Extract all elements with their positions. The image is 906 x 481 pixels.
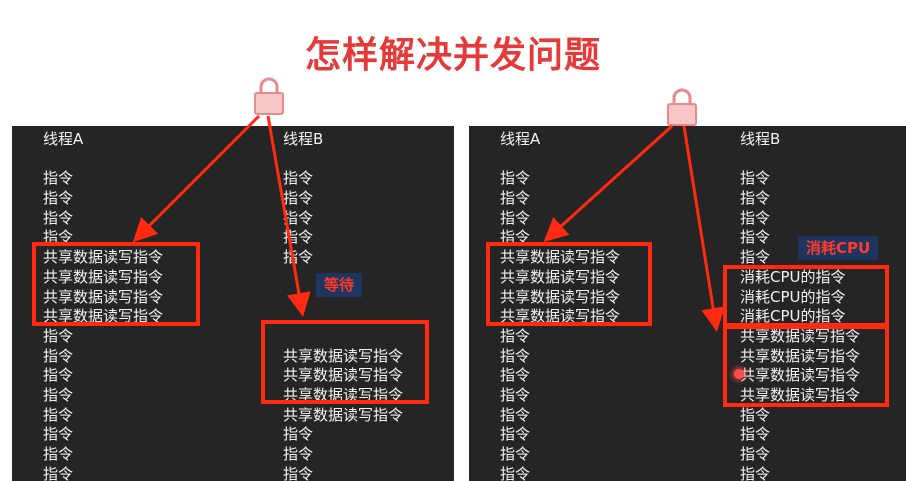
thread-a-header: 线程A	[500, 130, 541, 148]
instruction-line: 指令	[740, 445, 771, 463]
instruction-line: 指令	[43, 464, 74, 481]
instruction-line: 指令	[283, 425, 314, 444]
instruction-line: 指令	[43, 445, 74, 463]
instruction-line: 共享数据读写指令	[283, 346, 404, 365]
lock-icon	[253, 76, 285, 120]
instruction-line: 共享数据读写指令	[283, 385, 404, 404]
instruction-line: 共享数据读写指令	[500, 267, 621, 286]
instruction-line: 指令	[740, 464, 771, 481]
instruction-line: 消耗CPU的指令	[740, 267, 846, 286]
instruction-line: 指令	[283, 228, 314, 247]
thread-b-header: 线程B	[740, 130, 781, 148]
instruction-line: 指令	[43, 366, 74, 385]
instruction-line: 指令	[43, 208, 74, 227]
instruction-line: 指令	[283, 464, 314, 481]
instruction-line: 指令	[740, 228, 771, 247]
instruction-line: 指令	[43, 228, 74, 247]
left-thread-a-shared-box	[32, 242, 200, 326]
instruction-line: 指令	[283, 189, 314, 208]
wait-badge: 等待	[316, 273, 363, 297]
instruction-line: 指令	[500, 208, 531, 227]
instruction-line: 共享数据读写指令	[500, 307, 621, 326]
page-title: 怎样解决并发问题	[304, 35, 601, 76]
instruction-line: 共享数据读写指令	[740, 366, 861, 385]
left-thread-b-shared-box	[261, 320, 429, 404]
instruction-line: 共享数据读写指令	[43, 248, 164, 267]
instruction-line: 指令	[283, 445, 314, 463]
instruction-line: 消耗CPU的指令	[740, 287, 846, 306]
thread-b-header: 线程B	[283, 130, 324, 148]
instruction-line: 指令	[500, 425, 531, 444]
instruction-line: 指令	[500, 189, 531, 208]
instruction-line: 指令	[500, 464, 531, 481]
instruction-line: 指令	[283, 208, 314, 227]
instruction-line: 指令	[500, 405, 531, 424]
instruction-line: 指令	[500, 326, 531, 345]
instruction-line: 指令	[500, 228, 531, 247]
instruction-line: 指令	[283, 169, 314, 188]
instruction-line: 指令	[43, 385, 74, 404]
instruction-line: 共享数据读写指令	[500, 248, 621, 267]
instruction-line: 指令	[500, 445, 531, 463]
instruction-line: 共享数据读写指令	[283, 366, 404, 385]
instruction-line: 共享数据读写指令	[740, 385, 861, 404]
instruction-line: 指令	[43, 169, 74, 188]
instruction-line: 指令	[740, 425, 771, 444]
instruction-line: 共享数据读写指令	[740, 326, 861, 345]
instruction-line: 指令	[283, 248, 314, 267]
cpu-badge: 消耗CPU	[798, 236, 879, 260]
right-thread-b-column: 线程B 指令指令指令指令指令消耗CPU的指令消耗CPU的指令消耗CPU的指令共享…	[740, 126, 860, 481]
instruction-line: 指令	[43, 326, 74, 345]
instruction-line: 共享数据读写指令	[283, 405, 404, 424]
left-thread-a-column: 线程A 指令指令指令指令共享数据读写指令共享数据读写指令共享数据读写指令共享数据…	[43, 126, 163, 481]
instruction-line: 指令	[43, 346, 74, 365]
instruction-line: 指令	[500, 169, 531, 188]
instruction-line: 共享数据读写指令	[43, 307, 164, 326]
right-thread-b-shared-box	[723, 325, 889, 407]
instruction-line: 共享数据读写指令	[43, 287, 164, 306]
right-thread-a-shared-box	[486, 242, 652, 326]
cursor-pointer	[734, 369, 744, 379]
instruction-line: 指令	[740, 248, 771, 267]
instruction-line: 共享数据读写指令	[500, 287, 621, 306]
instruction-line: 指令	[500, 346, 531, 365]
left-thread-b-column: 线程B 指令指令指令指令指令共享数据读写指令共享数据读写指令共享数据读写指令共享…	[283, 126, 403, 481]
thread-a-header: 线程A	[43, 130, 84, 148]
instruction-line: 指令	[740, 208, 771, 227]
right-thread-b-cpu-box	[723, 265, 889, 327]
instruction-line: 指令	[500, 385, 531, 404]
instruction-line: 指令	[500, 366, 531, 385]
instruction-line: 指令	[43, 189, 74, 208]
instruction-line: 指令	[740, 405, 771, 424]
right-thread-a-column: 线程A 指令指令指令指令共享数据读写指令共享数据读写指令共享数据读写指令共享数据…	[500, 126, 620, 481]
instruction-line: 指令	[740, 189, 771, 208]
instruction-line: 共享数据读写指令	[43, 267, 164, 286]
instruction-line: 指令	[740, 169, 771, 188]
instruction-line: 指令	[43, 425, 74, 444]
instruction-line: 消耗CPU的指令	[740, 307, 846, 326]
instruction-line: 共享数据读写指令	[740, 346, 861, 365]
instruction-line: 指令	[43, 405, 74, 424]
lock-icon	[666, 87, 698, 131]
